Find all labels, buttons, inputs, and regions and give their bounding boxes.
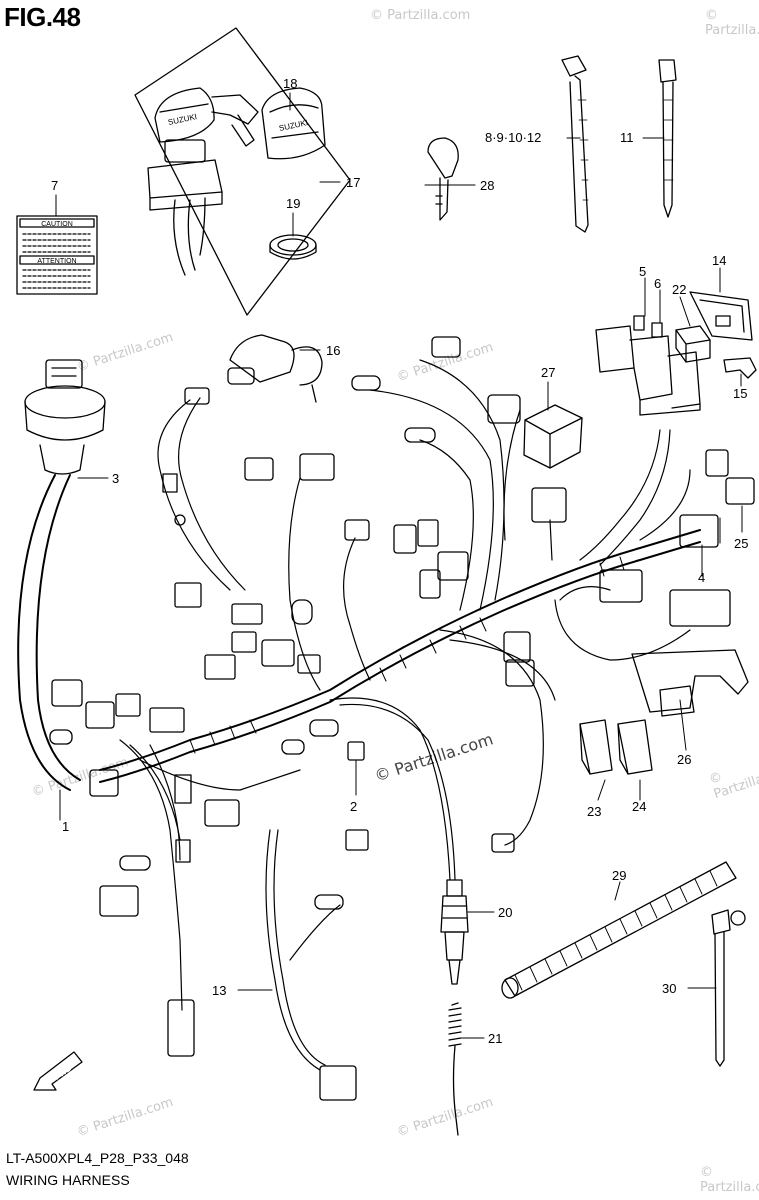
bracket-icon [689,291,753,341]
relay-icon [675,325,711,363]
callout-23: 23 [587,804,601,819]
caution-label-card [16,215,98,295]
callout-4: 4 [698,570,705,585]
cap-brand-text: SUZUKI [278,118,309,133]
ignition-cap-icon [261,87,326,160]
fuse-icon [651,322,663,338]
callout-24: 24 [632,799,646,814]
ring-icon [269,234,317,260]
callout-8-9-10-12: 8·9·10·12 [485,130,541,145]
card-caution-text: CAUTION [41,221,73,228]
watermark: © Partzilla.com [705,8,759,38]
callout-15: 15 [733,386,747,401]
callout-labels: 1 2 3 4 5 6 7 8·9·10·12 11 13 14 15 16 1… [51,76,748,1046]
spring-icon [448,1002,462,1136]
ignition-kit-box [134,27,351,316]
leader-lines [55,92,743,1039]
callout-28: 28 [480,178,494,193]
callout-25: 25 [734,536,748,551]
fuse-icon [633,315,645,331]
fwd-arrow-icon [33,1051,83,1091]
callout-5: 5 [639,264,646,279]
main-harness [17,474,701,791]
callout-30: 30 [662,981,676,996]
callout-3: 3 [112,471,119,486]
round-connector-icon [24,359,106,475]
callout-29: 29 [612,868,626,883]
callout-18: 18 [283,76,297,91]
cable-tie-icon [658,59,677,218]
bracket-icon [631,649,749,717]
card-attention-text: ATTENTION [37,258,76,265]
callout-14: 14 [712,253,726,268]
sensor-icon [440,879,469,985]
callout-16: 16 [326,343,340,358]
ignition-brand-text: SUZUKI [167,112,198,127]
callout-6: 6 [654,276,661,291]
clip-icon [723,357,757,379]
callout-27: 27 [541,365,555,380]
cable-tie-icon [711,909,746,1067]
diagram-caption: WIRING HARNESS [6,1172,130,1188]
callout-21: 21 [488,1031,502,1046]
callout-2: 2 [350,799,357,814]
callout-11: 11 [620,130,634,145]
watermark: © Partzilla.com [700,1165,759,1195]
callout-22: 22 [672,282,686,297]
callout-13: 13 [212,983,226,998]
corrugated-tube-icon [501,861,737,999]
connector-cover-icon [579,719,653,775]
key-icon [427,137,459,221]
harness-tape [189,556,625,754]
fuse-box-icon [595,325,701,416]
connector-cap-icon [227,334,323,403]
cable-tie-icon [561,55,589,233]
callout-20: 20 [498,905,512,920]
figure-title: FIG.48 [4,2,81,32]
callout-19: 19 [286,196,300,211]
diagram-code: LT-A500XPL4_P28_P33_048 [6,1150,189,1166]
watermark: © Partzilla.com [370,8,471,23]
connector-icon [49,336,755,1101]
callout-26: 26 [677,752,691,767]
harness-branch [119,359,691,1071]
callout-1: 1 [62,819,69,834]
relay-icon [523,404,583,469]
ignition-switch-icon [147,87,259,276]
callout-17: 17 [346,175,360,190]
callout-7: 7 [51,178,58,193]
